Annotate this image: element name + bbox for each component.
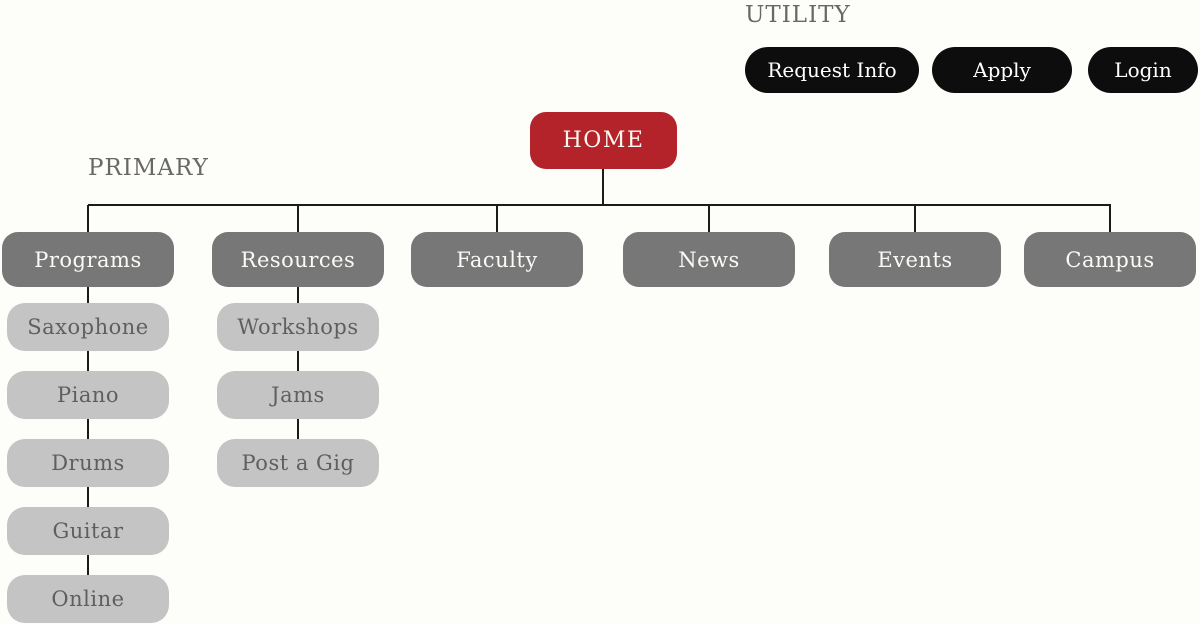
node-piano[interactable]: Piano — [7, 371, 169, 419]
node-faculty[interactable]: Faculty — [411, 232, 583, 287]
connector-drop-programs — [87, 205, 89, 232]
connector-home-drop — [602, 169, 604, 205]
node-online[interactable]: Online — [7, 575, 169, 623]
node-guitar[interactable]: Guitar — [7, 507, 169, 555]
connector-jams-postagig — [297, 419, 299, 439]
login-button[interactable]: Login — [1088, 47, 1198, 93]
node-news[interactable]: News — [623, 232, 795, 287]
home-node[interactable]: HOME — [530, 112, 677, 169]
connector-saxophone-piano — [87, 351, 89, 371]
node-jams[interactable]: Jams — [217, 371, 379, 419]
connector-drop-faculty — [496, 205, 498, 232]
node-programs[interactable]: Programs — [2, 232, 174, 287]
connector-drums-guitar — [87, 487, 89, 507]
node-events[interactable]: Events — [829, 232, 1001, 287]
node-saxophone[interactable]: Saxophone — [7, 303, 169, 351]
node-campus[interactable]: Campus — [1024, 232, 1196, 287]
apply-button[interactable]: Apply — [932, 47, 1072, 93]
connector-programs-saxophone — [87, 287, 89, 303]
utility-section-label: UTILITY — [745, 2, 851, 28]
connector-drop-campus — [1109, 205, 1111, 232]
node-workshops[interactable]: Workshops — [217, 303, 379, 351]
connector-guitar-online — [87, 555, 89, 575]
connector-resources-workshops — [297, 287, 299, 303]
node-drums[interactable]: Drums — [7, 439, 169, 487]
request-info-button[interactable]: Request Info — [745, 47, 919, 93]
connector-drop-resources — [297, 205, 299, 232]
primary-section-label: PRIMARY — [88, 155, 209, 181]
connector-drop-news — [708, 205, 710, 232]
node-post-a-gig[interactable]: Post a Gig — [217, 439, 379, 487]
connector-drop-events — [914, 205, 916, 232]
connector-piano-drums — [87, 419, 89, 439]
connector-workshops-jams — [297, 351, 299, 371]
connector-main-horizontal — [88, 204, 1111, 206]
node-resources[interactable]: Resources — [212, 232, 384, 287]
